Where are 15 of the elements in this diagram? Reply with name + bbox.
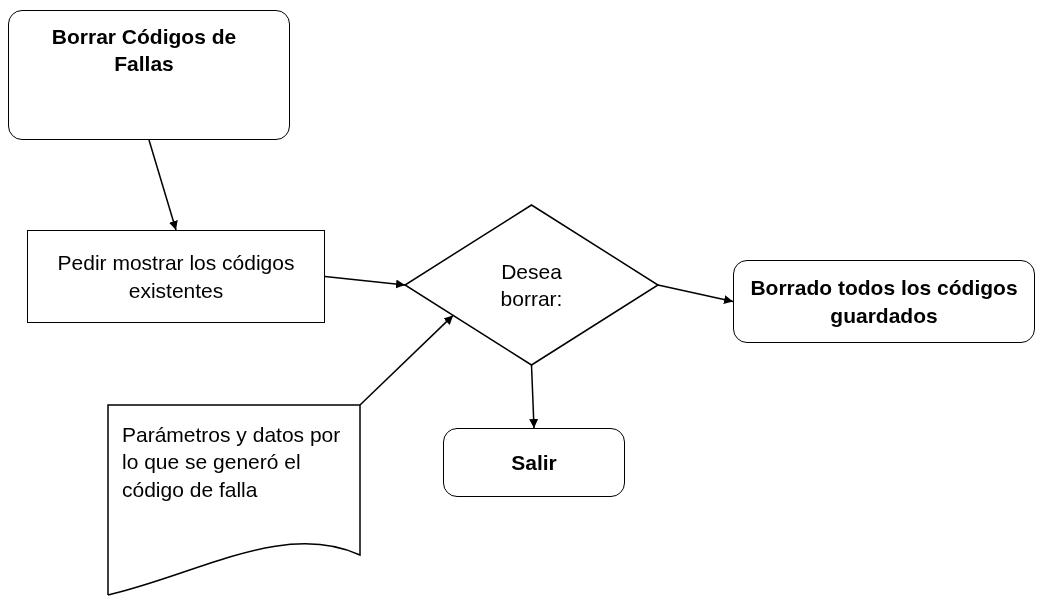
node-text: Desea borrar: xyxy=(499,258,564,312)
rounded-box xyxy=(8,10,290,140)
arrow xyxy=(529,364,539,429)
arrow xyxy=(148,139,178,231)
arrow xyxy=(359,314,454,406)
node-text: Salir xyxy=(511,449,557,476)
arrow xyxy=(324,275,406,289)
node-text: Parámetros y datos por lo que se generó el código de falla xyxy=(122,422,342,503)
process-box xyxy=(27,230,325,323)
node-text: Pedir mostrar los códigos existentes xyxy=(56,250,296,304)
node-text: Borrar Códigos de Fallas xyxy=(50,24,238,78)
rounded-box xyxy=(443,428,625,497)
rounded-box xyxy=(733,260,1035,343)
node-text: Borrado todos los códigos guardados xyxy=(749,275,1019,329)
arrow xyxy=(657,284,734,304)
